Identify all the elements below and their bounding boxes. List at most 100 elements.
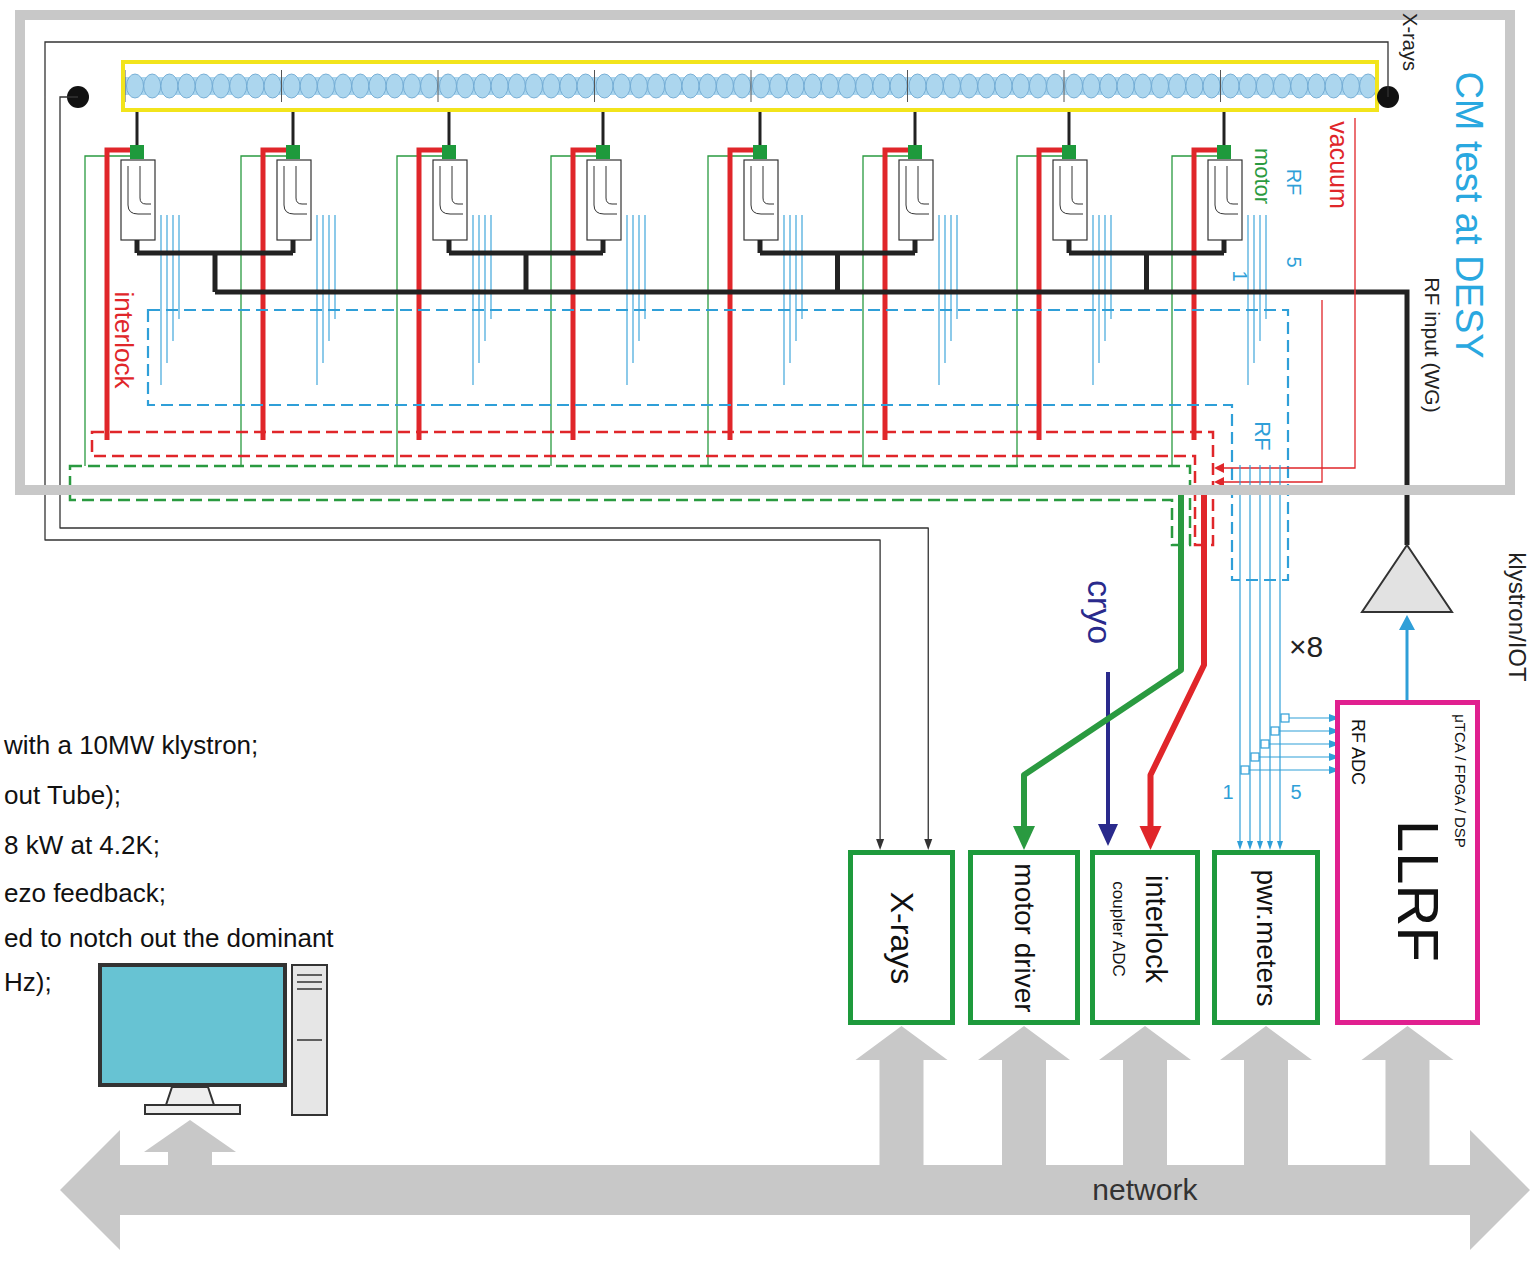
rf-probe-line xyxy=(638,215,639,341)
block-arrow xyxy=(1099,1026,1191,1170)
note-text: Hz); xyxy=(4,969,52,995)
wire-label: X-rays xyxy=(1400,13,1420,71)
cavity-cell xyxy=(665,74,682,98)
coupler-stem xyxy=(1223,110,1226,145)
cavity-cell xyxy=(1012,74,1029,98)
arrow-head xyxy=(1399,615,1415,630)
cavity-cell xyxy=(839,74,856,98)
llrf-box: LLRFμTCA / FPGA / DSPRF ADC xyxy=(1335,700,1480,1025)
cavity-cell xyxy=(526,74,543,98)
connector-line xyxy=(1151,495,1205,826)
connector xyxy=(1220,1026,1312,1170)
connector xyxy=(978,1026,1070,1170)
cavity-cell xyxy=(1360,74,1377,98)
coupler-stem xyxy=(602,110,605,145)
block-arrow xyxy=(144,1120,236,1172)
wire-label: RF xyxy=(1284,169,1304,196)
cavity-cell xyxy=(770,74,787,98)
coupler-stem xyxy=(136,110,139,145)
coupler-port xyxy=(442,145,456,159)
rf-probe-line xyxy=(626,215,627,385)
coupler-port xyxy=(596,145,610,159)
cavity-cell xyxy=(230,74,247,98)
cavity-cell xyxy=(144,74,161,98)
xray-cable xyxy=(45,42,1388,495)
coupler-detail xyxy=(751,166,774,214)
rf-probe-line xyxy=(944,215,945,363)
coupler-box xyxy=(744,160,778,240)
drive-signal xyxy=(1406,628,1409,700)
cavity-cell xyxy=(630,74,647,98)
cavity-cell xyxy=(909,74,926,98)
monitor xyxy=(100,965,285,1085)
arrow-head xyxy=(876,839,884,850)
cavity-cell xyxy=(716,74,733,98)
node-title: interlock xyxy=(1141,875,1170,983)
rf-probe-line xyxy=(1098,215,1099,363)
rf-probe-line xyxy=(490,215,491,319)
cavity-cell xyxy=(1308,74,1325,98)
cavity-cell xyxy=(491,74,508,98)
coupler-detail xyxy=(284,166,307,214)
coupler-stem xyxy=(292,110,295,145)
wire-label: 5 xyxy=(1284,256,1304,267)
cavity-flange xyxy=(594,70,595,102)
coupler-box xyxy=(121,160,155,240)
wire-label: ×8 xyxy=(1289,632,1323,662)
node-title: CM test at DESY xyxy=(1450,72,1488,359)
note-text: ezo feedback; xyxy=(4,880,166,906)
node-subtitle: RF ADC xyxy=(1349,719,1367,785)
rf-probe-line xyxy=(1259,215,1260,341)
cavity-cell xyxy=(596,74,613,98)
directional-coupler xyxy=(1281,714,1289,722)
cavity-flange xyxy=(438,70,439,102)
cavity-cell xyxy=(699,74,716,98)
cavity-cell xyxy=(1047,74,1064,98)
directional-coupler xyxy=(1241,766,1249,774)
connector xyxy=(1237,495,1283,850)
cavity-cell xyxy=(753,74,770,98)
cavity-flange xyxy=(1220,70,1221,102)
cavity-cell xyxy=(352,74,369,98)
connector-line xyxy=(1249,495,1250,841)
connector xyxy=(45,495,932,850)
cavity-cell xyxy=(804,74,821,98)
cavity-cell xyxy=(560,74,577,98)
rf-tap xyxy=(1249,769,1330,770)
directional-coupler xyxy=(1251,753,1259,761)
cavity-cell xyxy=(856,74,873,98)
cavity-cell xyxy=(943,74,960,98)
cavity-cell xyxy=(543,74,560,98)
motor-cable-bundle xyxy=(70,466,1190,545)
rf-probe-line xyxy=(484,215,485,341)
cavity-cell xyxy=(1152,74,1169,98)
cavity-cell xyxy=(161,74,178,98)
cavity-cell xyxy=(1134,74,1151,98)
coupler-port xyxy=(753,145,767,159)
coupler-box xyxy=(899,160,933,240)
arrow-head xyxy=(1277,841,1283,850)
arrow-head xyxy=(1237,841,1243,850)
rf-probe-line xyxy=(166,215,167,363)
cavity-cell xyxy=(1342,74,1359,98)
arrow-head xyxy=(1267,841,1273,850)
rf-tap xyxy=(1269,743,1330,744)
cavity-cell xyxy=(926,74,943,98)
cavity-cell xyxy=(1256,74,1273,98)
device-box: motor driver xyxy=(968,850,1080,1025)
coupler-detail xyxy=(1060,166,1083,214)
coupler-detail xyxy=(128,166,151,214)
coupler-detail xyxy=(594,166,617,214)
rf-probe-line xyxy=(322,215,323,363)
waveguide xyxy=(449,253,603,292)
rf-probe-line xyxy=(1247,215,1248,385)
rf-probe-line xyxy=(801,215,802,319)
connector-line xyxy=(1259,495,1260,841)
cavity-cell xyxy=(213,74,230,98)
rf-taps xyxy=(1241,714,1340,774)
rf-probe-line xyxy=(795,215,796,341)
coupler-detail xyxy=(906,166,929,214)
node-subtitle: μTCA / FPGA / DSP xyxy=(1453,714,1468,848)
cavity-cell xyxy=(1274,74,1291,98)
pc-tower-detail xyxy=(297,975,322,1040)
